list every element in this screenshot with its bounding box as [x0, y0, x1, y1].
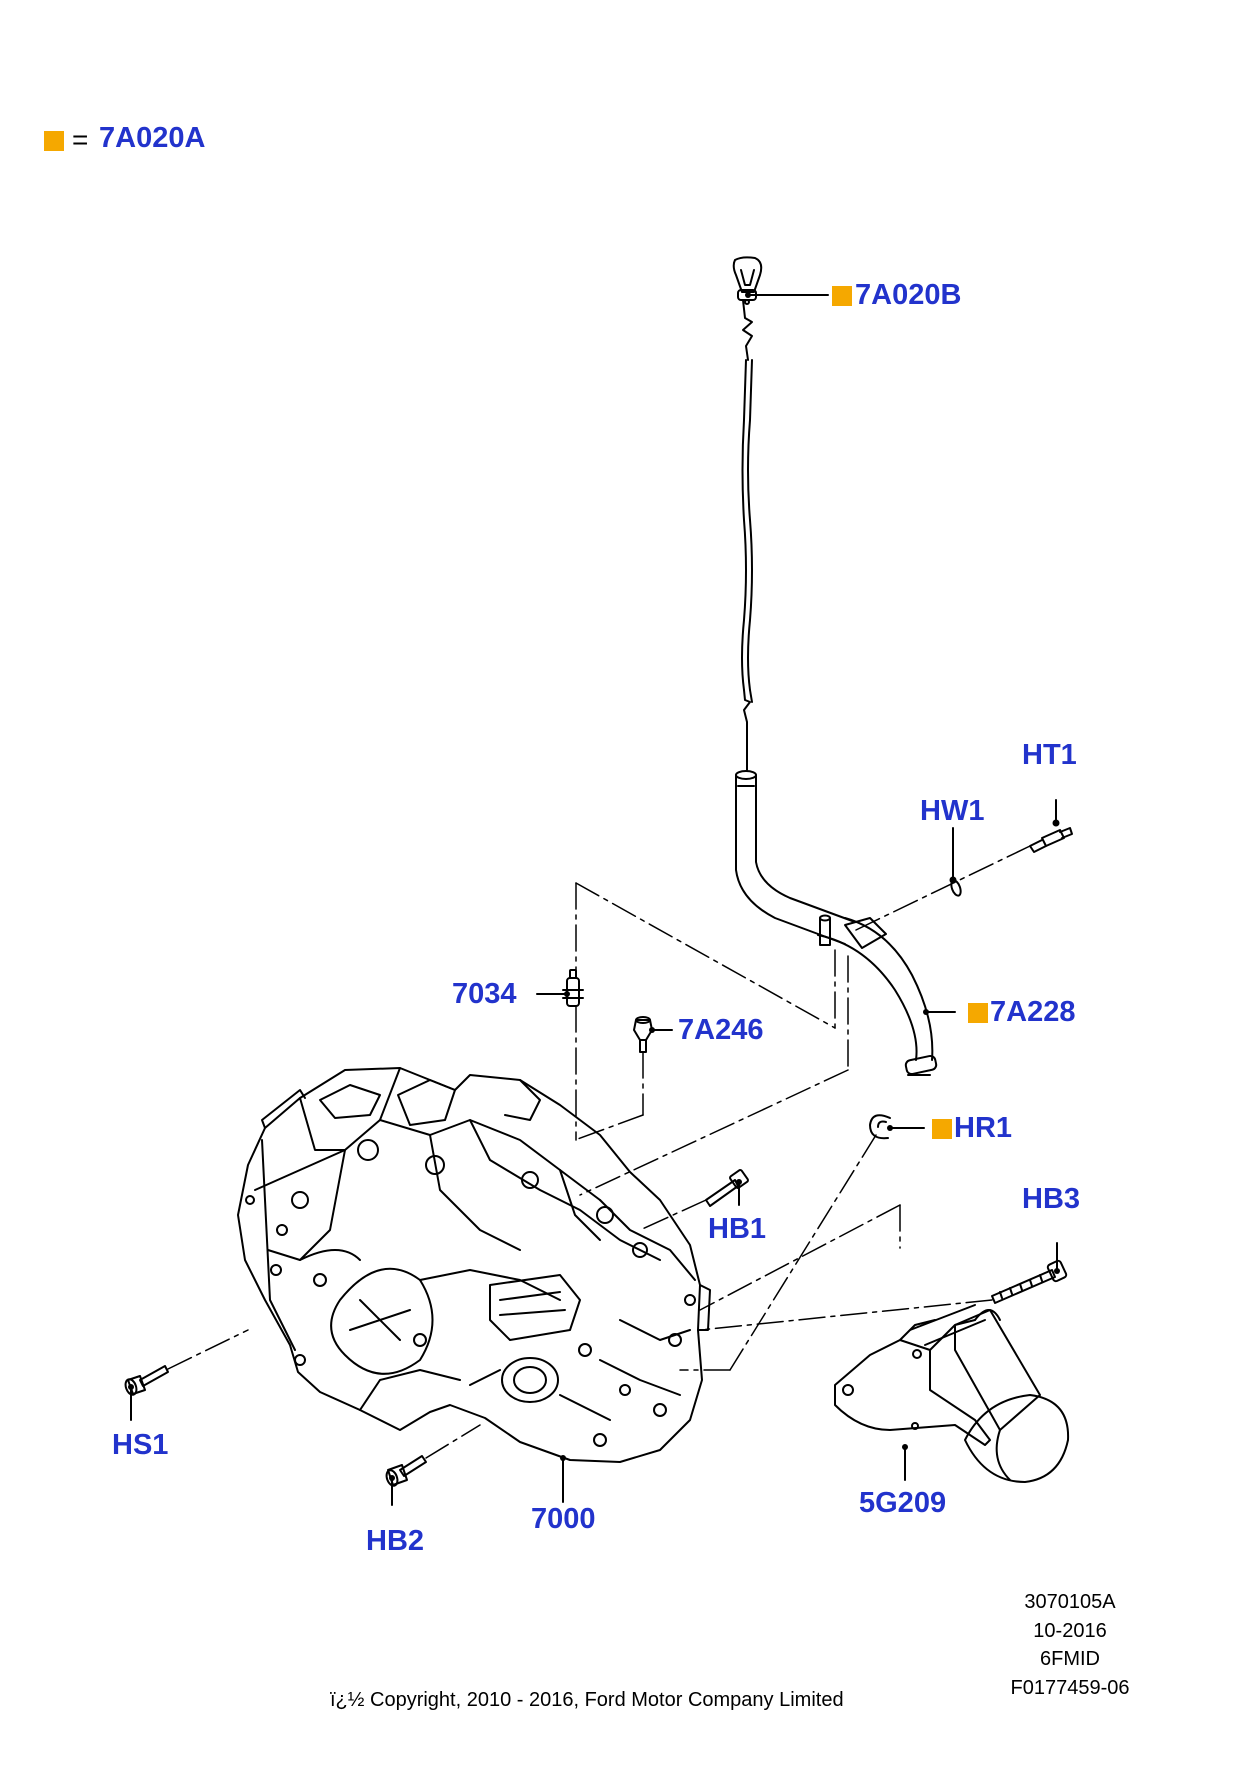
bolt-hb2-part: [385, 1455, 427, 1487]
meta-figure-id: F0177459-06: [1010, 1676, 1130, 1699]
transaxle-7000-part: [237, 1067, 711, 1463]
callout-hb2: HB2: [366, 1525, 425, 1557]
callout-hr1: HR1: [954, 1112, 1013, 1144]
callout-ht1: HT1: [1022, 739, 1077, 771]
filler-tube-part: [735, 770, 938, 1076]
callout-hw1: HW1: [920, 795, 985, 827]
callout-7034: 7034: [452, 978, 517, 1010]
marker-7a228-icon: [968, 1003, 988, 1023]
sensor-7a246-part: [633, 1016, 653, 1053]
stud-ht1-part: [1029, 819, 1073, 853]
callout-7a246: 7A246: [678, 1014, 764, 1046]
copyright-notice: ï¿½ Copyright, 2010 - 2016, Ford Motor C…: [330, 1689, 844, 1711]
legend-marker-icon: [44, 131, 64, 151]
callout-7a228: 7A228: [990, 996, 1076, 1028]
meta-date: 10-2016: [1033, 1619, 1107, 1642]
leader-dots: [128, 292, 1060, 1481]
callout-5g209: 5G209: [859, 1487, 947, 1519]
leader-lines: [130, 294, 1058, 1506]
bolt-hb1-part: [705, 1169, 749, 1207]
sensor-7034-part: [562, 969, 584, 1007]
marker-hr1-icon: [932, 1119, 952, 1139]
callout-hb1: HB1: [708, 1213, 767, 1245]
bracket-5g209-part: [834, 1304, 1070, 1483]
meta-model-code: 6FMID: [1040, 1648, 1100, 1671]
assembly-lines: [167, 845, 1031, 1459]
legend-equals: =: [72, 124, 89, 155]
callout-7a020b: 7A020B: [855, 279, 962, 311]
legend-part-label: 7A020A: [99, 122, 206, 154]
callout-hb3: HB3: [1022, 1183, 1081, 1215]
illustration-meta: 3070105A 10-2016 6FMID F0177459-06: [1000, 1588, 1140, 1702]
bolt-hb3-part: [991, 1259, 1068, 1304]
callout-hs1: HS1: [112, 1429, 169, 1461]
dipstick-part: [732, 256, 763, 771]
marker-7a020b-icon: [832, 286, 852, 306]
meta-illustration-id: 3070105A: [1024, 1591, 1116, 1613]
clip-hr1-part: [869, 1114, 891, 1140]
washer-hw1-part: [949, 876, 962, 897]
callout-7000: 7000: [531, 1503, 596, 1535]
